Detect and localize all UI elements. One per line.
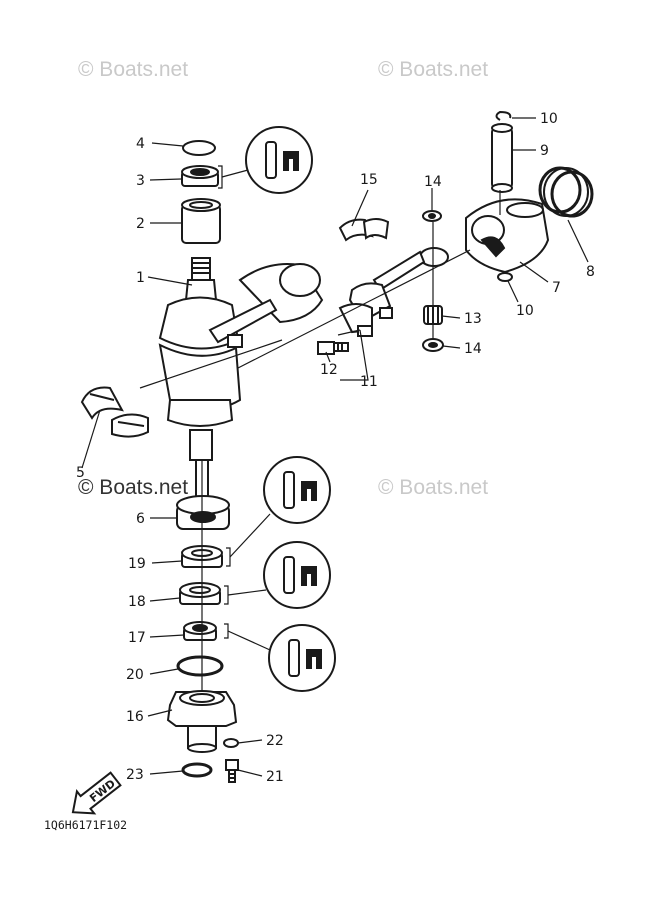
center-line-bolt bbox=[337, 329, 361, 336]
part-12-bolt bbox=[317, 341, 349, 355]
leader-13 bbox=[441, 315, 461, 319]
leader-14-lower bbox=[442, 345, 461, 349]
leader-22 bbox=[237, 739, 263, 744]
part-1-crankshaft bbox=[158, 257, 324, 501]
part-16-bearing-housing bbox=[166, 690, 238, 753]
callout-19: 19 bbox=[128, 556, 146, 572]
callout-17: 17 bbox=[128, 630, 146, 646]
part-5-bearing-half-upper bbox=[80, 386, 124, 420]
part-6-ball-bearing bbox=[176, 495, 230, 530]
callout-4: 4 bbox=[136, 136, 145, 152]
callout-20: 20 bbox=[126, 667, 144, 683]
watermark-mid-left: © Boats.net bbox=[78, 476, 188, 499]
leader-1 bbox=[147, 276, 193, 286]
part-15-bearing-half-b bbox=[362, 218, 390, 240]
leader-15 bbox=[351, 189, 369, 227]
callout-22: 22 bbox=[266, 733, 284, 749]
part-20-o-ring bbox=[176, 655, 224, 677]
grease-indicator-upper bbox=[245, 126, 313, 194]
bracket-3-link bbox=[221, 169, 249, 178]
leader-3 bbox=[149, 178, 182, 181]
leader-17 bbox=[149, 634, 185, 638]
watermark-top-left: © Boats.net bbox=[78, 58, 188, 81]
part-14-washer-lower bbox=[422, 338, 444, 352]
callout-1: 1 bbox=[136, 270, 145, 286]
part-9-piston-pin bbox=[491, 123, 513, 193]
part-5-bearing-half-lower bbox=[111, 413, 149, 438]
watermark-top-right: © Boats.net bbox=[378, 58, 488, 81]
bracket-18-link bbox=[227, 589, 267, 596]
bracket-18 bbox=[224, 585, 229, 605]
leader-23 bbox=[149, 770, 184, 775]
callout-14-lower: 14 bbox=[464, 341, 482, 357]
callout-12: 12 bbox=[320, 362, 338, 378]
bracket-17 bbox=[224, 623, 229, 639]
callout-9: 9 bbox=[540, 143, 549, 159]
callout-5: 5 bbox=[76, 465, 85, 481]
part-23-o-ring bbox=[181, 762, 213, 778]
callout-18: 18 bbox=[128, 594, 146, 610]
watermark-mid-right: © Boats.net bbox=[378, 476, 488, 499]
leader-12 bbox=[325, 351, 331, 363]
part-14-washer-upper bbox=[422, 210, 442, 222]
center-line-piston bbox=[237, 249, 471, 369]
leader-4 bbox=[151, 142, 184, 147]
leader-18 bbox=[149, 597, 181, 602]
bracket-19-link bbox=[229, 513, 271, 558]
callout-6: 6 bbox=[136, 511, 145, 527]
callout-3: 3 bbox=[136, 173, 145, 189]
leader-21 bbox=[237, 769, 263, 777]
callout-7: 7 bbox=[552, 280, 561, 296]
part-7-piston bbox=[465, 198, 550, 274]
part-10-clip-lower bbox=[497, 272, 513, 282]
fwd-arrow-icon: FWD bbox=[71, 771, 122, 815]
grease-indicator-lower bbox=[268, 624, 336, 692]
leader-8 bbox=[567, 219, 589, 263]
leader-10-lower bbox=[507, 280, 519, 303]
callout-14-upper: 14 bbox=[424, 174, 442, 190]
callout-10-lower: 10 bbox=[516, 303, 534, 319]
callout-10-upper: 10 bbox=[540, 111, 558, 127]
callout-8: 8 bbox=[586, 264, 595, 280]
callout-21: 21 bbox=[266, 769, 284, 785]
leader-5 bbox=[81, 409, 101, 469]
leader-20 bbox=[149, 668, 179, 675]
grease-indicator-mid1 bbox=[263, 456, 331, 524]
leader-19 bbox=[151, 560, 183, 564]
part-21-bolt bbox=[225, 759, 239, 783]
callout-2: 2 bbox=[136, 216, 145, 232]
center-line-bearings bbox=[139, 339, 283, 389]
part-8-piston-rings bbox=[538, 166, 594, 218]
callout-11: 11 bbox=[360, 374, 378, 390]
callout-16: 16 bbox=[126, 709, 144, 725]
part-10-clip-upper bbox=[495, 110, 512, 121]
part-4-seal bbox=[182, 140, 216, 156]
part-22-washer bbox=[223, 738, 239, 748]
part-2-needle-bearing bbox=[181, 198, 221, 244]
leader-11 bbox=[340, 329, 369, 381]
callout-23: 23 bbox=[126, 767, 144, 783]
bracket-19 bbox=[226, 547, 231, 567]
part-18-oil-seal bbox=[179, 582, 221, 605]
callout-13: 13 bbox=[464, 311, 482, 327]
part-17-bearing bbox=[183, 621, 217, 641]
leader-7 bbox=[519, 261, 549, 283]
grease-indicator-mid2 bbox=[263, 541, 331, 609]
bracket-17-link bbox=[227, 630, 271, 651]
callout-15: 15 bbox=[360, 172, 378, 188]
diagram-code: 1Q6H6171F102 bbox=[44, 818, 127, 832]
leader-16 bbox=[147, 709, 173, 717]
part-11-connecting-rod bbox=[338, 247, 449, 337]
part-3-oil-seal bbox=[181, 165, 219, 187]
